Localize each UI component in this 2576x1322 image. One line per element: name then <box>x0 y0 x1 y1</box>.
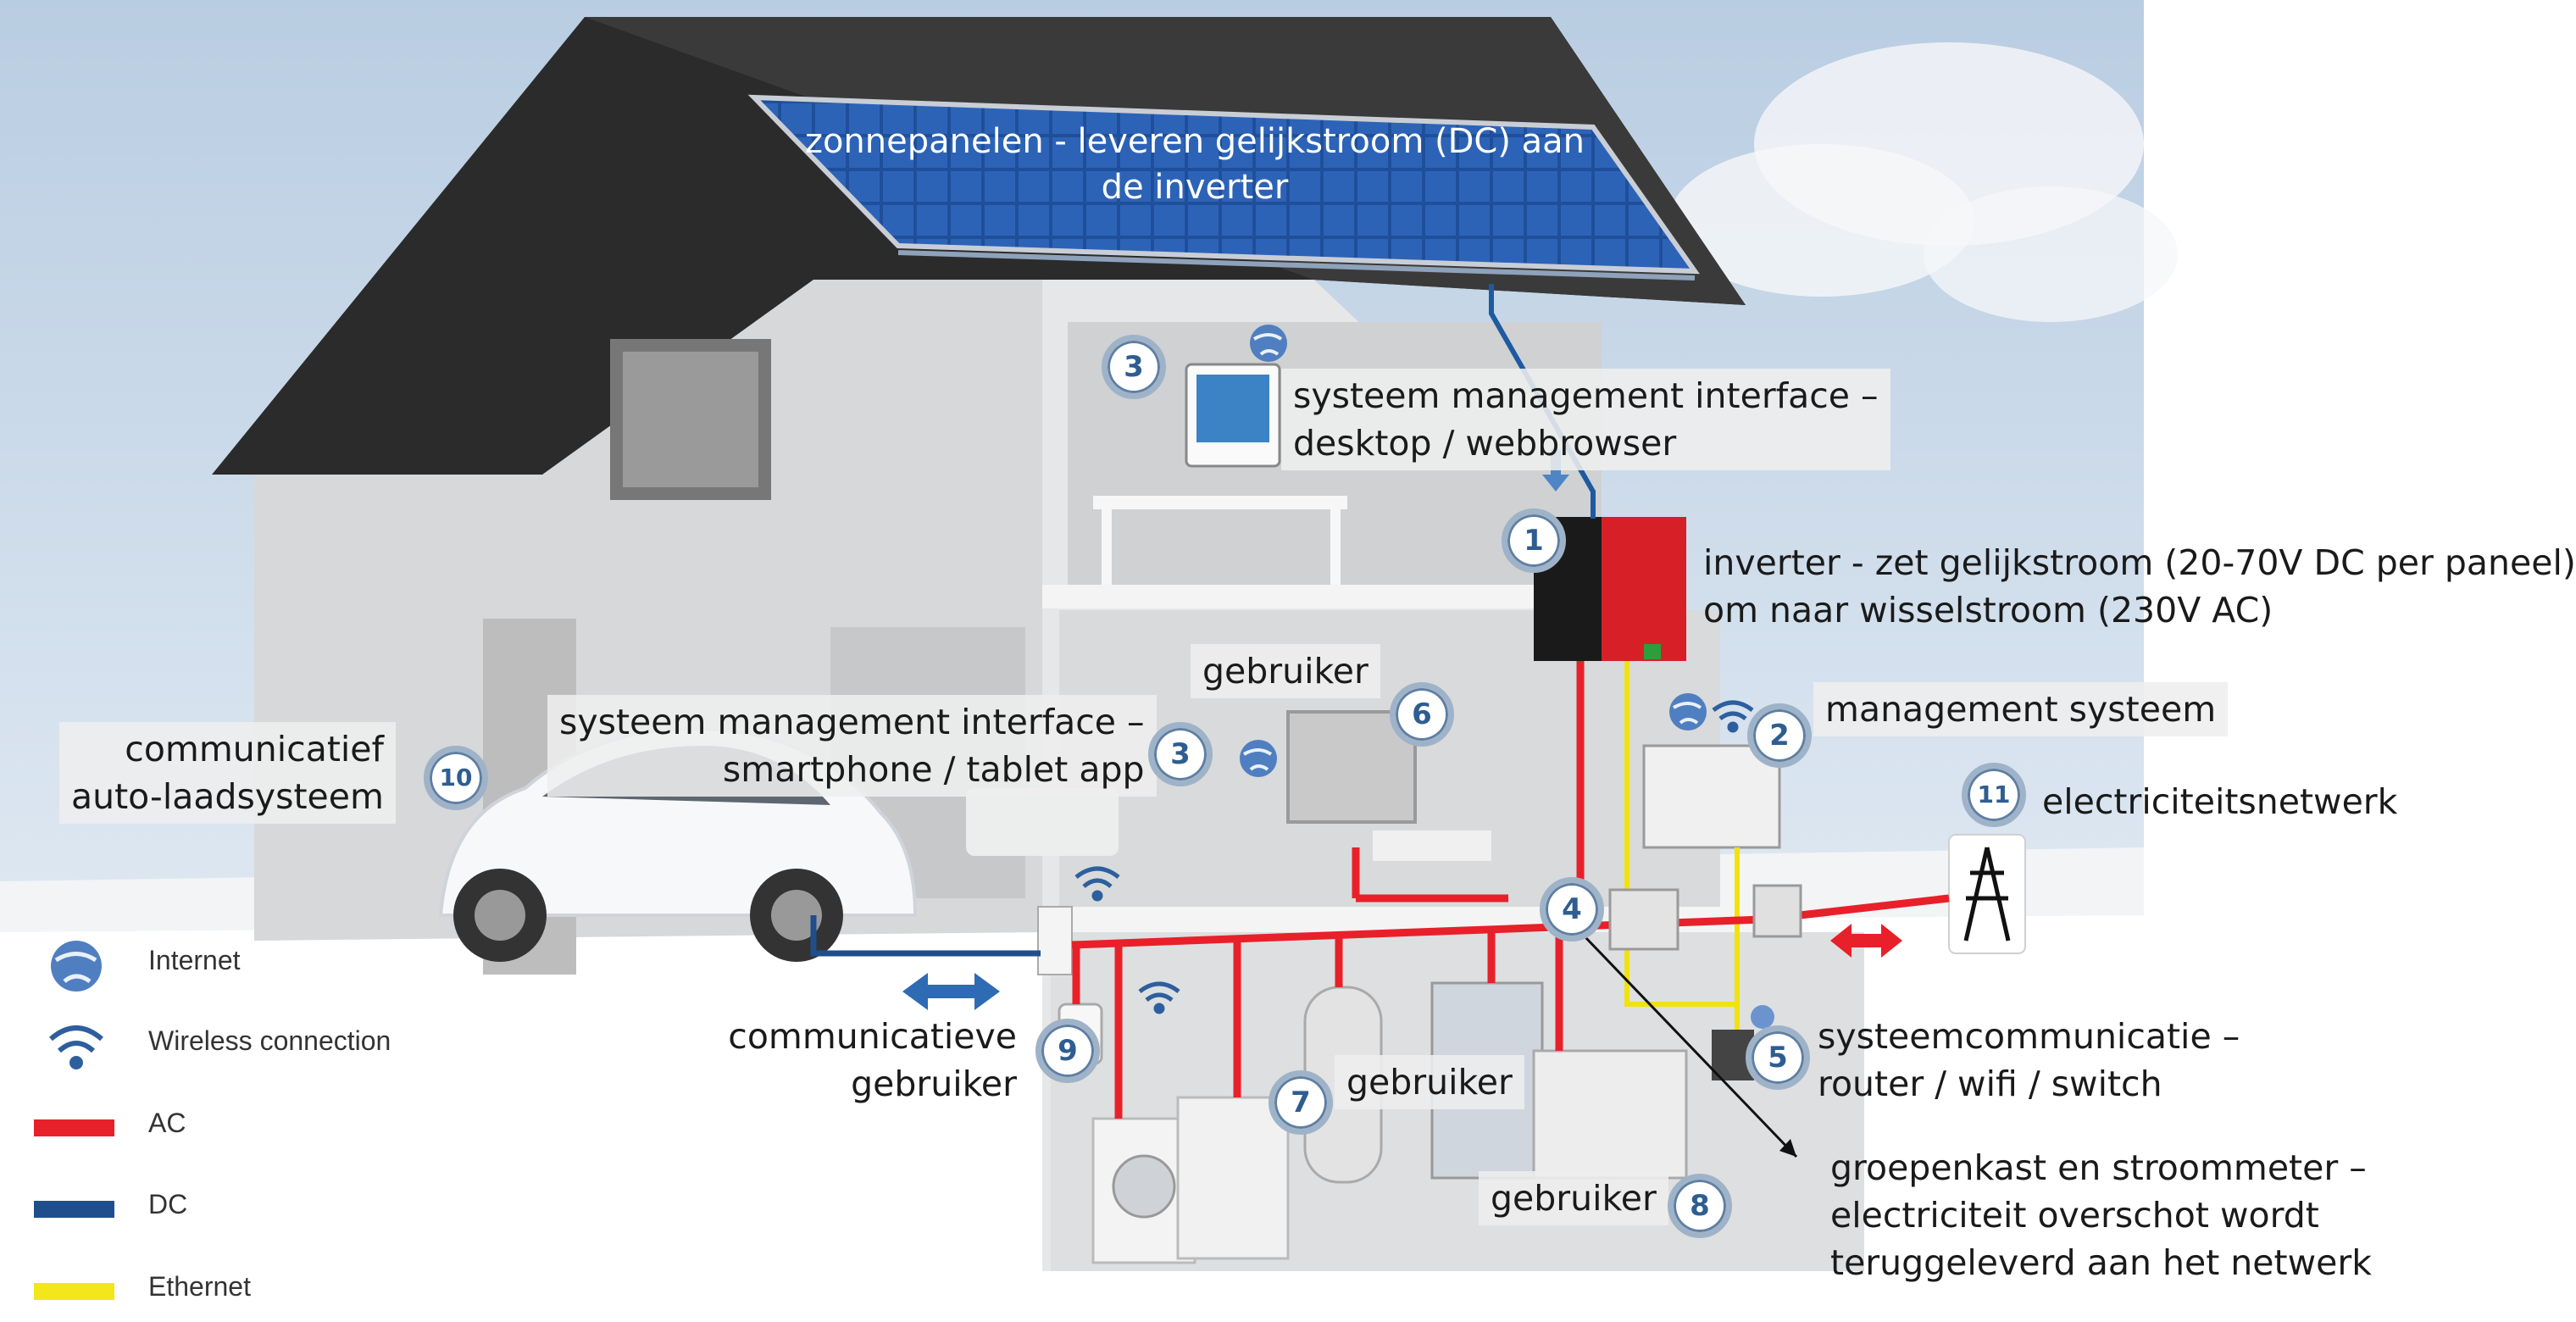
badge-3-desktop: 3 <box>1102 335 1166 399</box>
meter-pointer <box>1583 935 1798 1158</box>
dc-line-car <box>810 915 1041 957</box>
inverter-label: inverter - zet gelijkstroom (20-70V DC p… <box>1703 542 2576 630</box>
grid-arrow <box>1830 924 1902 958</box>
legend-swatch <box>34 1283 114 1300</box>
globe-icon <box>1240 740 1277 777</box>
car-arrow <box>902 973 1000 1010</box>
legend-globe-icon <box>51 941 102 992</box>
car-charger-label: communicatief auto-laadsysteem <box>59 722 396 824</box>
badge-4: 4 <box>1540 877 1604 942</box>
badge-9: 9 <box>1035 1019 1100 1083</box>
management-system-label: management systeem <box>1813 682 2229 736</box>
desk <box>1093 496 1347 509</box>
badge-3-smartphone: 3 <box>1148 722 1213 786</box>
legend-swatch <box>34 1119 114 1136</box>
badge-8: 8 <box>1668 1174 1732 1238</box>
badge-6: 6 <box>1390 682 1454 747</box>
desktop-interface-label: systeem management interface – desktop /… <box>1281 369 1890 470</box>
globe-icon <box>1250 325 1287 362</box>
meter-label: groepenkast en stroommeter – electricite… <box>1830 1147 2372 1283</box>
communicative-user-label: communicatieve gebruiker <box>728 1016 1017 1104</box>
user-label-middle: gebruiker <box>1335 1055 1524 1109</box>
meter-box <box>1752 884 1802 938</box>
badge-11: 11 <box>1962 763 2026 827</box>
legend-label: Wireless connection <box>148 1025 391 1056</box>
badge-5: 5 <box>1746 1025 1810 1090</box>
user-label-bottom: gebruiker <box>1479 1171 1668 1225</box>
meter-cabinet <box>1608 888 1679 951</box>
sofa <box>966 788 1119 856</box>
smartphone-interface-label: systeem management interface – smartphon… <box>547 695 1157 797</box>
globe-icon <box>1751 1005 1774 1029</box>
globe-icon <box>1669 693 1707 730</box>
badge-1: 1 <box>1502 508 1566 573</box>
grid-label: electriciteitsnetwerk <box>2042 781 2398 822</box>
legend-label: AC <box>148 1108 186 1138</box>
legend-label: Internet <box>148 945 241 975</box>
wifi-icon <box>1074 866 1120 902</box>
solar-panels <box>747 94 1700 275</box>
user-label-top: gebruiker <box>1191 644 1380 698</box>
badge-2: 2 <box>1747 703 1812 768</box>
legend-wifi-icon <box>49 1025 103 1069</box>
arrow-to-inverter <box>1542 449 1569 492</box>
legend-label: DC <box>148 1189 188 1219</box>
dryer <box>1176 1096 1290 1260</box>
legend-label: Ethernet <box>148 1271 251 1302</box>
badge-10: 10 <box>424 746 488 810</box>
system-communication-label: systeemcommunicatie – router / wifi / sw… <box>1818 1016 2240 1104</box>
badge-7: 7 <box>1269 1070 1333 1135</box>
heater <box>1532 1049 1688 1180</box>
wall-charger <box>1037 906 1073 975</box>
wifi-icon <box>1138 981 1180 1014</box>
legend-swatch <box>34 1201 114 1218</box>
wifi-icon <box>1712 700 1754 733</box>
ethernet-lines <box>1624 661 1740 1007</box>
management-box <box>1642 744 1781 849</box>
solar-panels-label: zonnepanelen - leveren gelijkstroom (DC)… <box>804 122 1585 207</box>
